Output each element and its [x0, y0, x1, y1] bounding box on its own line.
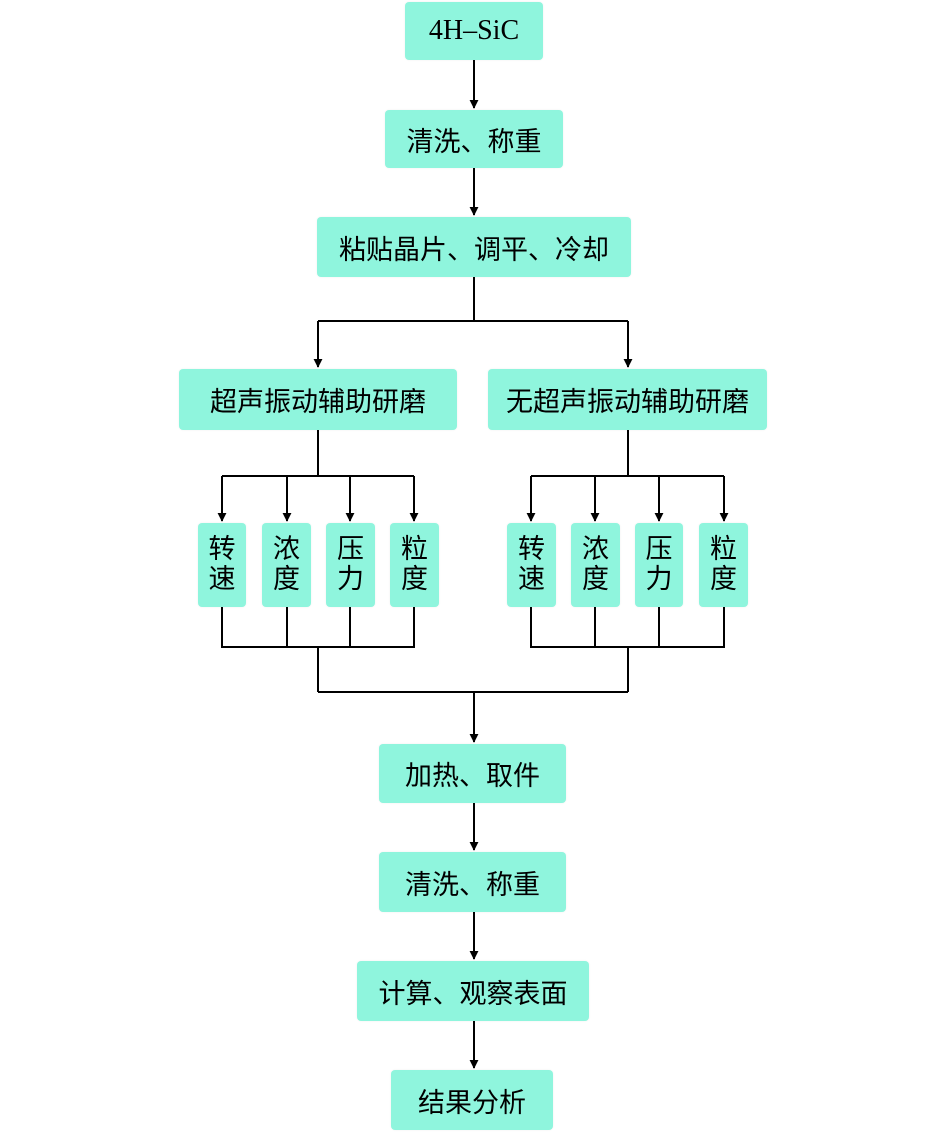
node-left-param-speed: 转速 [198, 523, 246, 607]
node-right-param-speed: 转速 [507, 523, 556, 607]
node-mount-level-cool: 粘贴晶片、调平、冷却 [317, 217, 631, 277]
node-no-ultrasonic-grinding: 无超声振动辅助研磨 [488, 369, 767, 430]
node-left-param-grain-size: 粒度 [390, 523, 439, 607]
node-clean-weigh-2: 清洗、称重 [379, 852, 566, 912]
node-heat-remove: 加热、取件 [379, 744, 566, 803]
node-calculate-observe: 计算、观察表面 [357, 961, 589, 1021]
node-clean-weigh-1: 清洗、称重 [385, 110, 563, 168]
node-ultrasonic-grinding: 超声振动辅助研磨 [179, 369, 457, 430]
node-right-param-grain-size: 粒度 [699, 523, 748, 607]
node-left-param-concentration: 浓度 [262, 523, 311, 607]
node-result-analysis: 结果分析 [391, 1070, 553, 1130]
node-right-param-pressure: 压力 [635, 523, 683, 607]
node-start-4h-sic: 4H–SiC [405, 2, 543, 60]
node-right-param-concentration: 浓度 [571, 523, 620, 607]
node-left-param-pressure: 压力 [326, 523, 375, 607]
